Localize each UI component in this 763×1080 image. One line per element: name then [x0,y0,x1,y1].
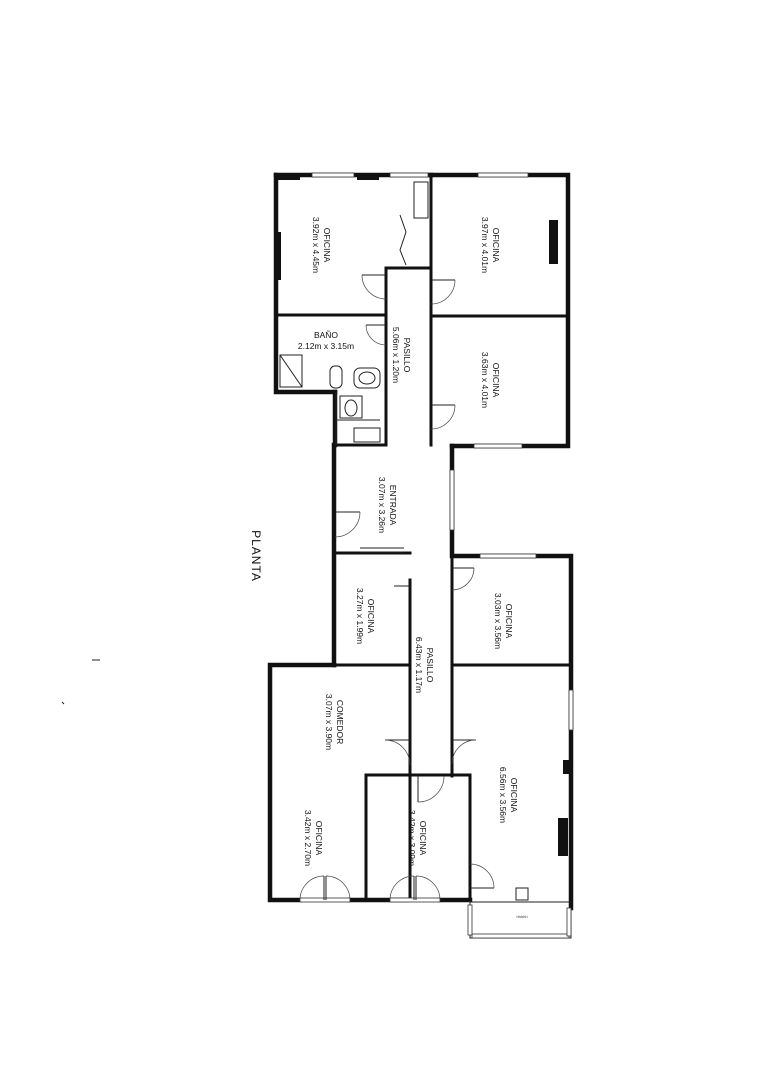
exterior-walls [267,172,574,911]
room-dims: 3.27m x 1.99m [355,588,365,644]
room-oficina-5: OFICINA 3.03m x 3.56m [493,593,514,649]
room-oficina-4: OFICINA 3.27m x 1.99m [355,588,376,644]
room-name: OFICINA [491,228,501,263]
room-labels: OFICINA 3.92m x 4.45m OFICINA 3.97m x 4.… [298,217,519,866]
room-name: OFICINA [418,821,428,856]
room-pasillo-2: PASILLO 6.43m x 1.17m [414,637,435,693]
windows [299,172,574,903]
room-name: COMEDOR [335,700,345,744]
room-dims: 3.42m x 3.09m [407,810,417,866]
room-dims: 3.07m x 3.26m [377,477,387,533]
room-name: OFICINA [504,604,514,639]
room-name: OFICINA [491,363,501,398]
room-dims: 3.03m x 3.56m [493,593,503,649]
room-name: ENTRADA [388,485,398,526]
entrada-steps [360,547,404,553]
room-dims: 6.43m x 1.17m [414,637,424,693]
interior-walls [274,173,573,902]
svg-text:hhhhh: hhhhh [516,914,527,919]
room-entrada: ENTRADA 3.07m x 3.26m [377,477,398,533]
plan-title-text: PLANTA [249,530,263,582]
bathroom-fixtures [279,354,381,445]
room-name: OFICINA [322,228,332,263]
plan-title: PLANTA [249,530,263,582]
doors [299,181,495,901]
room-dims: 3.07m x 3.90m [324,694,334,750]
room-bano: BAÑO 2.12m x 3.15m [298,330,354,351]
room-name: OFICINA [314,821,324,856]
room-dims: 3.63m x 4.01m [480,352,490,408]
chimney-marks [276,173,569,856]
room-name: OFICINA [366,599,376,634]
room-comedor: COMEDOR 3.07m x 3.90m [324,694,345,750]
room-oficina-2: OFICINA 3.97m x 4.01m [480,217,501,273]
room-oficina-8: OFICINA 3.42m x 3.09m [407,810,428,866]
room-dims: 3.97m x 4.01m [480,217,490,273]
bay-window: hhhhh [467,887,572,939]
room-dims: 3.42m x 2.70m [303,810,313,866]
room-pasillo-1: PASILLO 5.06m x 1.20m [391,327,412,383]
room-dims: 2.12m x 3.15m [298,341,354,351]
room-oficina-7: OFICINA 3.42m x 2.70m [303,810,324,866]
room-dims: 3.92m x 4.45m [311,217,321,273]
room-name: PASILLO [425,648,435,683]
room-dims: 5.06m x 1.20m [391,327,401,383]
scan-mark [61,701,65,705]
room-dims: 6.56m x 3.56m [498,767,508,823]
room-oficina-1: OFICINA 3.92m x 4.45m [311,217,332,273]
room-name: PASILLO [402,338,412,373]
room-oficina-6: OFICINA 6.56m x 3.56m [498,767,519,823]
room-name: OFICINA [509,778,519,813]
room-name: BAÑO [314,330,338,340]
room-oficina-3: OFICINA 3.63m x 4.01m [480,352,501,408]
